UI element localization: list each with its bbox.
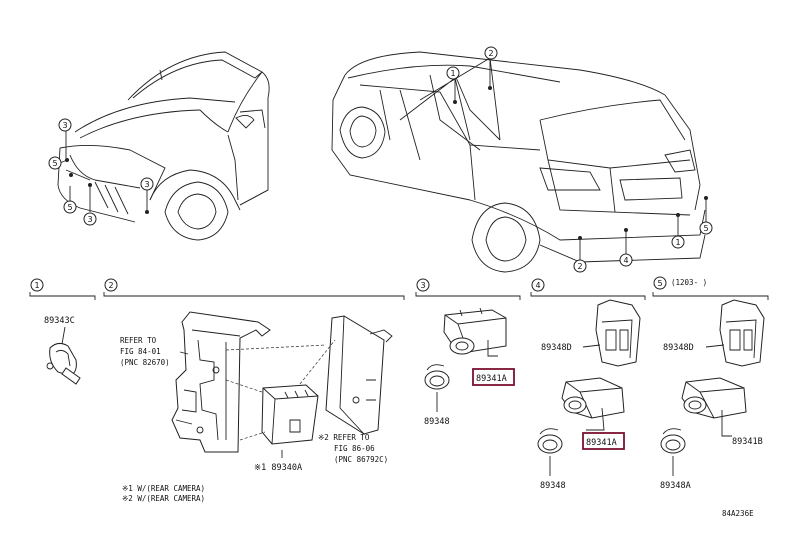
section-header-3: 3 [415,278,521,300]
svg-text:(1203- ): (1203- ) [671,278,707,287]
section2-dashed-leaders [225,339,336,441]
svg-text:(PNC 82670): (PNC 82670) [120,358,170,367]
part-89348-ring-s4[interactable]: 89348 [537,428,566,491]
svg-text:4: 4 [623,256,628,265]
svg-text:3: 3 [420,281,425,290]
svg-text:REFER TO: REFER TO [120,336,157,345]
svg-text:FIG 86-06: FIG 86-06 [334,444,375,453]
section-header-2: 2 [103,278,405,300]
part-89341b-sensor-s5[interactable]: 89341B [681,377,763,447]
svg-text:3: 3 [62,121,67,130]
rear-callout-5: 5 [699,221,713,235]
highlight-box-89341a-s3 [472,368,515,386]
rear-callout-2b: 2 [573,259,587,273]
section-header-4: 4 [530,278,646,300]
svg-text:4: 4 [535,281,540,290]
front-callout-3c: 3 [140,177,154,191]
part-89343c-sensor[interactable]: 89343C [44,316,81,385]
svg-text:5: 5 [657,279,662,288]
highlight-box-89341a-s4 [582,432,625,450]
part-89340a-ecu[interactable]: ※1 89340A [254,384,319,473]
svg-text:89348: 89348 [540,481,566,491]
svg-text:89348D: 89348D [663,343,694,353]
ref-fig-84-01: REFER TO FIG 84-01 (PNC 82670) [120,336,189,367]
svg-text:5: 5 [67,203,72,212]
rear-callout-1b: 1 [671,235,685,249]
rear-callout-1a: 1 [446,66,460,80]
svg-text:2: 2 [577,262,582,271]
front-callout-5a: 5 [48,156,62,170]
svg-text:89343C: 89343C [44,316,75,326]
part-89341a-sensor-s4[interactable]: 89341A [561,377,625,450]
svg-text:1: 1 [450,69,455,78]
svg-text:89341A: 89341A [476,374,507,384]
svg-text:2: 2 [108,281,113,290]
svg-text:3: 3 [87,215,92,224]
svg-text:89348D: 89348D [541,343,572,353]
part-bracket-assembly [171,311,271,453]
svg-text:89341A: 89341A [586,438,617,448]
svg-text:89348: 89348 [424,417,450,427]
svg-text:(PNC 86792C): (PNC 86792C) [334,455,388,464]
svg-text:89348A: 89348A [660,481,691,491]
front-callout-5b: 5 [63,200,77,214]
front-callout-3a: 3 [58,118,72,132]
footnotes: ※1 W/(REAR CAMERA) ※2 W/(REAR CAMERA) [122,484,205,503]
svg-text:1: 1 [675,238,680,247]
svg-text:FIG 84-01: FIG 84-01 [120,347,161,356]
section-header-1: 1 [29,278,96,300]
part-89348d-holder-s5[interactable]: 89348D [663,299,765,367]
front-car-illustration [57,51,270,241]
svg-text:5: 5 [703,224,708,233]
svg-text:2: 2 [488,49,493,58]
footnote-1: ※1 W/(REAR CAMERA) [122,484,205,493]
svg-text:1: 1 [34,281,39,290]
drawing-code: 84A236E [722,509,754,518]
part-89348a-ring-s5[interactable]: 89348A [660,428,691,491]
section-header-5: 5 (1203- ) [652,276,769,300]
part-89348d-holder-s4[interactable]: 89348D [541,299,641,367]
svg-text:5: 5 [52,159,57,168]
part-89341a-sensor-s3[interactable]: 89341A [443,307,515,386]
ref-fig-86-06: ※2 REFER TO FIG 86-06 (PNC 86792C) [318,433,388,464]
rear-car-illustration [331,51,708,273]
svg-text:※2 REFER TO: ※2 REFER TO [318,433,370,442]
rear-callout-4: 4 [619,253,633,267]
front-callout-3b: 3 [83,212,97,226]
part-ecu-module-ref [325,315,393,435]
part-89348-ring-s3[interactable]: 89348 [424,364,450,427]
svg-text:3: 3 [144,180,149,189]
footnote-2: ※2 W/(REAR CAMERA) [122,494,205,503]
svg-text:89341B: 89341B [732,437,763,447]
svg-text:※1 89340A: ※1 89340A [254,463,302,473]
rear-callout-2: 2 [484,46,498,60]
